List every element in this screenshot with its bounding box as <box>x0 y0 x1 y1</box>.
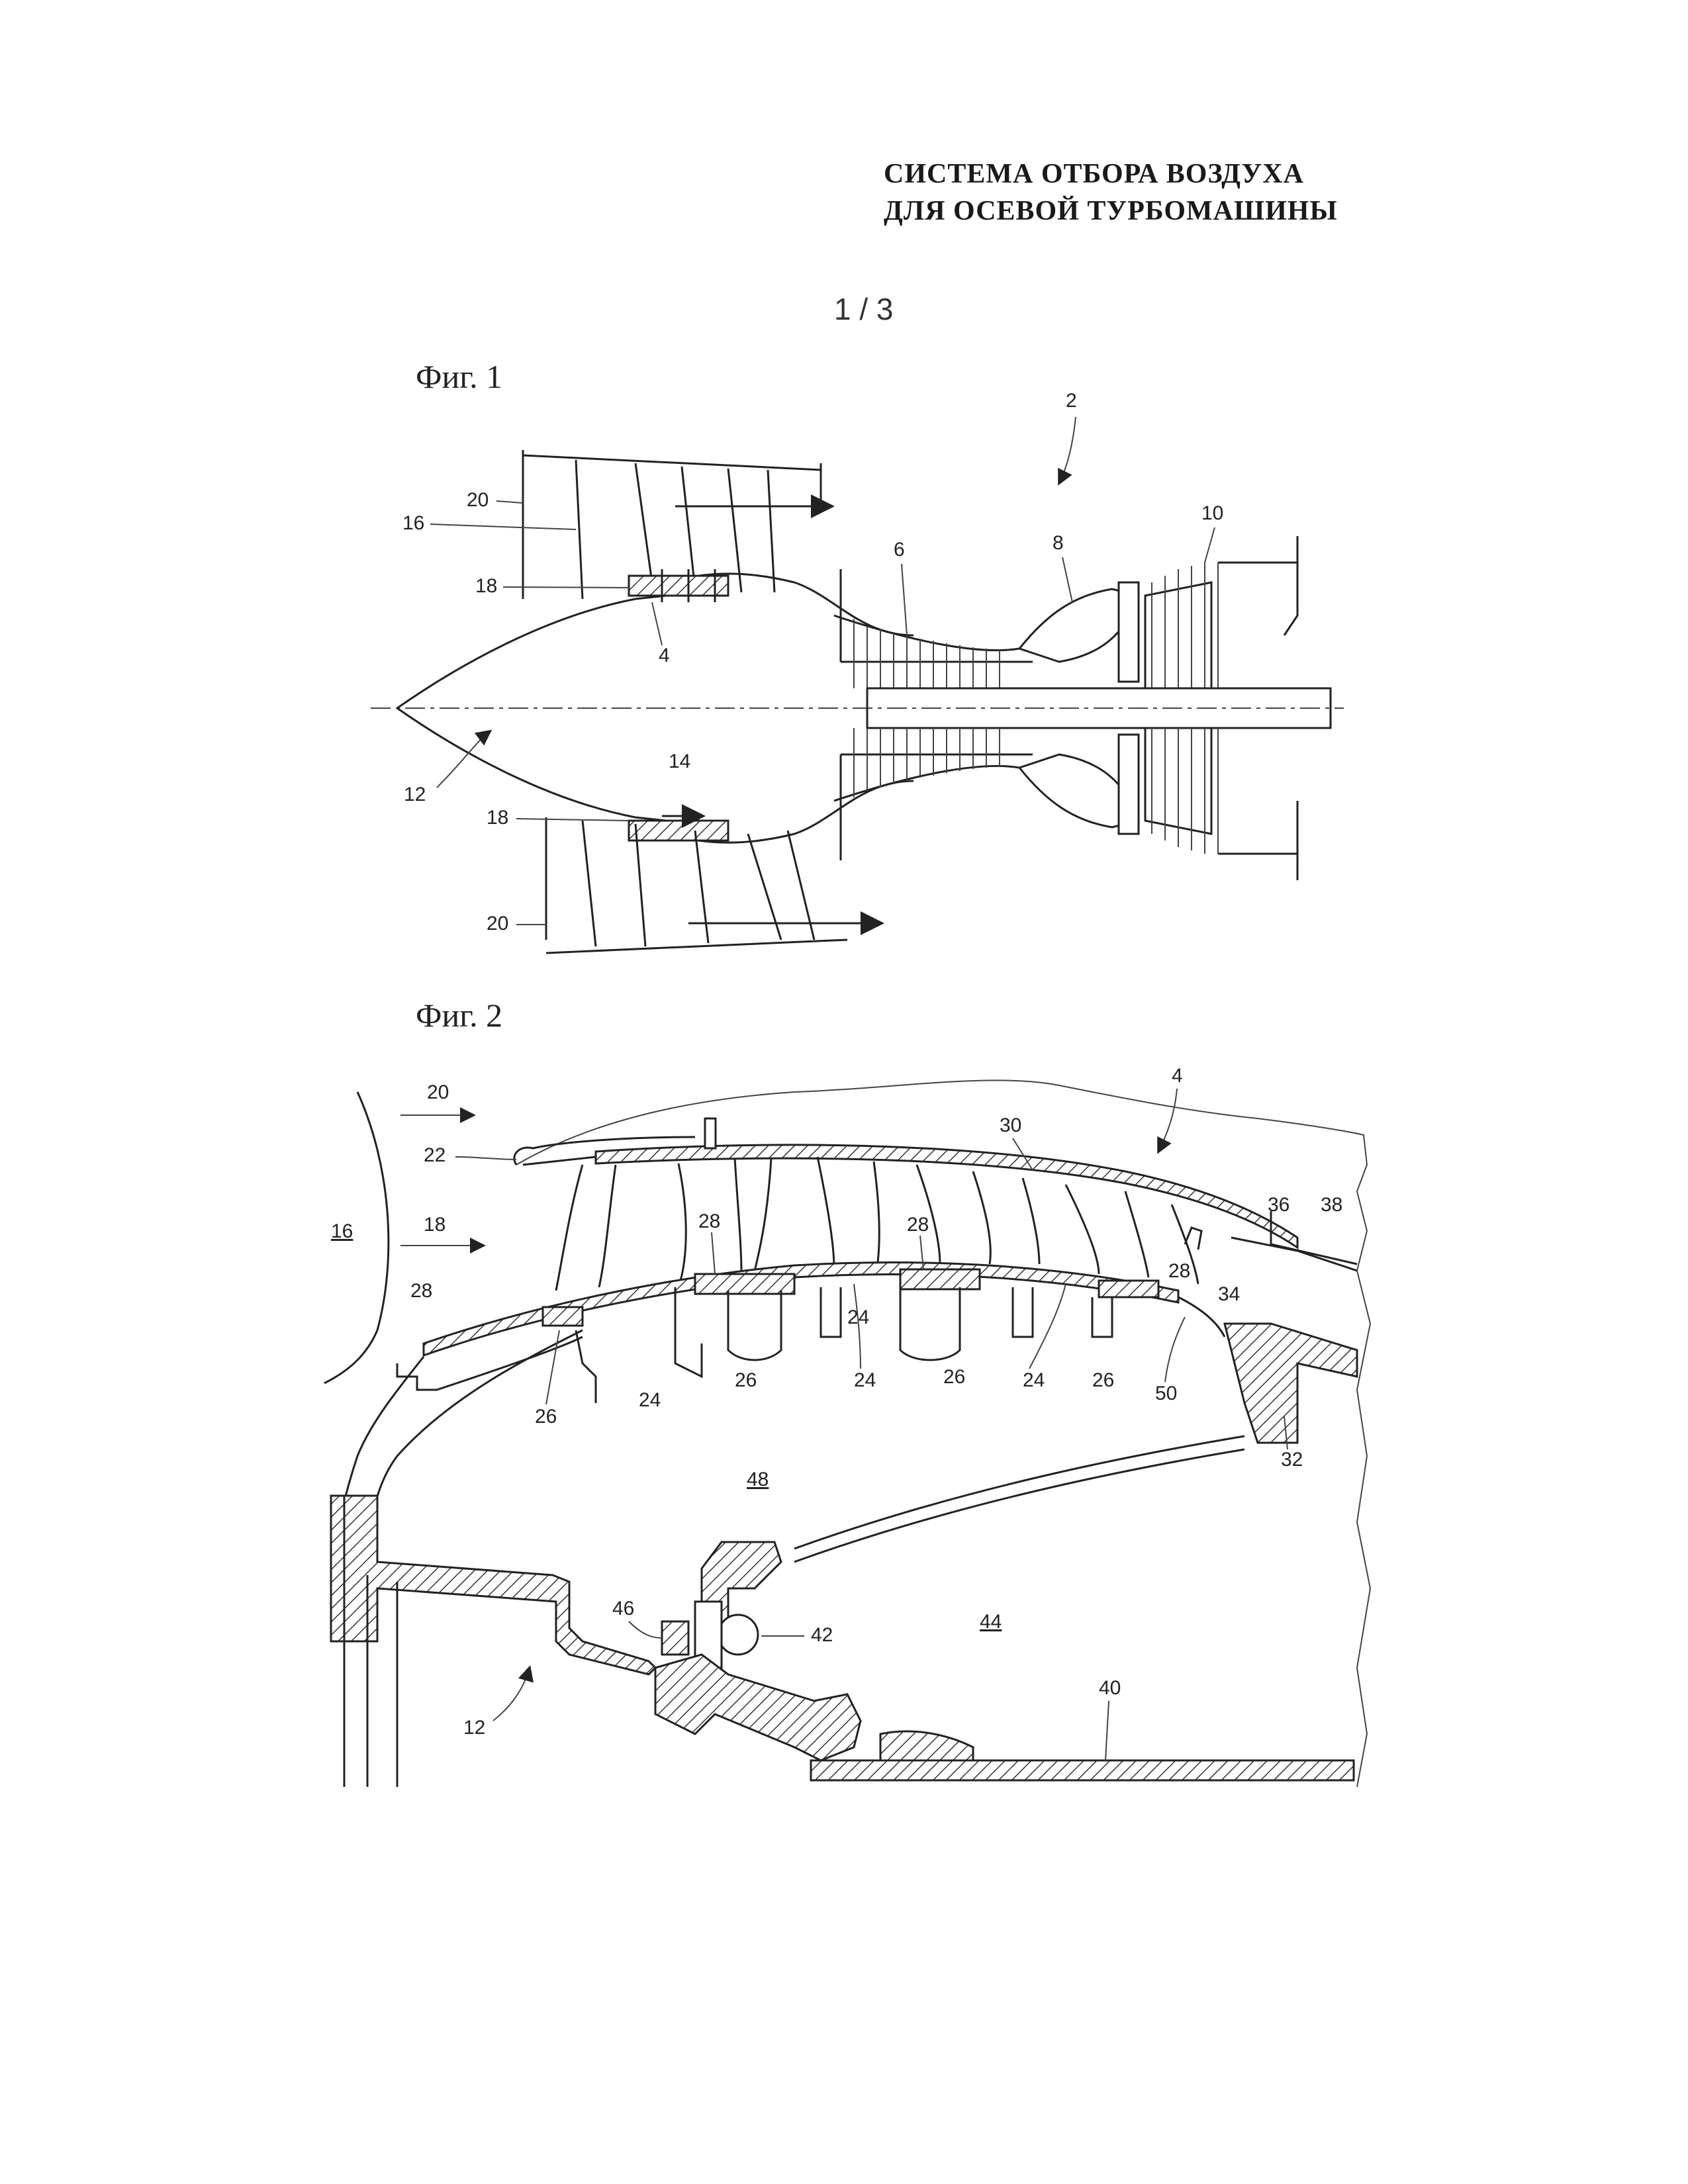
fig1-engine-drawing <box>371 450 1344 954</box>
fig1-ref-8: 8 <box>1053 532 1064 554</box>
fig2-ref-26d: 26 <box>1092 1369 1114 1391</box>
fig1-ref-18b: 18 <box>487 807 508 829</box>
fig2-ref-38: 38 <box>1321 1194 1342 1216</box>
fig1-ref-4: 4 <box>659 645 670 666</box>
fig1-label: Фиг. 1 <box>416 358 503 395</box>
fig1-ref-20a: 20 <box>467 489 489 511</box>
fig2-ref-12: 12 <box>463 1717 485 1739</box>
fig2-ref-28b: 28 <box>698 1210 720 1232</box>
title-line-1: СИСТЕМА ОТБОРА ВОЗДУХА <box>884 159 1304 189</box>
fig2-ref-28a: 28 <box>410 1280 432 1302</box>
fig2-ref-16: 16 <box>331 1220 353 1242</box>
fig2-ref-26a: 26 <box>535 1406 557 1428</box>
fig1-ref-6: 6 <box>894 539 905 561</box>
fig2-label: Фиг. 2 <box>416 997 503 1034</box>
fig1-ref-10: 10 <box>1201 502 1223 524</box>
fig2-ref-28c: 28 <box>907 1214 929 1236</box>
fig2-ref-50: 50 <box>1155 1383 1177 1404</box>
fig2-ref-24b: 24 <box>854 1369 876 1391</box>
fig2-ref-24d: 24 <box>847 1306 869 1328</box>
fig2-ref-36: 36 <box>1268 1194 1289 1216</box>
fig1-ref-20b: 20 <box>487 913 508 934</box>
fig2-ref-46: 46 <box>612 1598 634 1619</box>
fig2-compressor-section <box>324 1079 1372 1788</box>
fig1-ref-12: 12 <box>404 784 426 805</box>
fig2-ref-34: 34 <box>1218 1283 1240 1305</box>
fig1-ref-16: 16 <box>402 512 424 534</box>
document-title: СИСТЕМА ОТБОРА ВОЗДУХА ДЛЯ ОСЕВОЙ ТУРБОМ… <box>884 156 1338 230</box>
fig2-ref-32: 32 <box>1281 1449 1303 1471</box>
fig2-ref-18: 18 <box>424 1214 445 1236</box>
fig2-ref-24a: 24 <box>639 1389 661 1411</box>
fig2-ref-4: 4 <box>1172 1065 1183 1087</box>
fig1-ref-18a: 18 <box>475 575 497 597</box>
fig2-ref-26c: 26 <box>943 1366 965 1388</box>
fig2-ref-48: 48 <box>747 1469 769 1490</box>
fig2-ref-40: 40 <box>1099 1677 1121 1699</box>
fig1-reference-labels: 2 20 16 18 4 6 8 10 14 12 18 20 <box>402 390 1223 934</box>
title-line-2: ДЛЯ ОСЕВОЙ ТУРБОМАШИНЫ <box>884 196 1338 226</box>
fig1-ref-2: 2 <box>1066 390 1077 412</box>
fig2-ref-42: 42 <box>811 1624 833 1646</box>
sheet-number: 1 / 3 <box>834 292 894 326</box>
fig2-ref-44: 44 <box>980 1611 1002 1633</box>
fig1-ref-14: 14 <box>669 751 690 772</box>
fig2-ref-20: 20 <box>427 1081 449 1103</box>
fig2-ref-26b: 26 <box>735 1369 757 1391</box>
bearing-ball-icon <box>717 1614 759 1656</box>
fig2-ref-28d: 28 <box>1168 1260 1190 1282</box>
fig2-reference-labels: 20 22 16 18 28 28 28 28 30 4 36 38 34 24… <box>331 1065 1342 1761</box>
fig2-ref-24c: 24 <box>1023 1369 1045 1391</box>
fig2-ref-22: 22 <box>424 1144 445 1166</box>
fig2-ref-30: 30 <box>1000 1115 1021 1136</box>
